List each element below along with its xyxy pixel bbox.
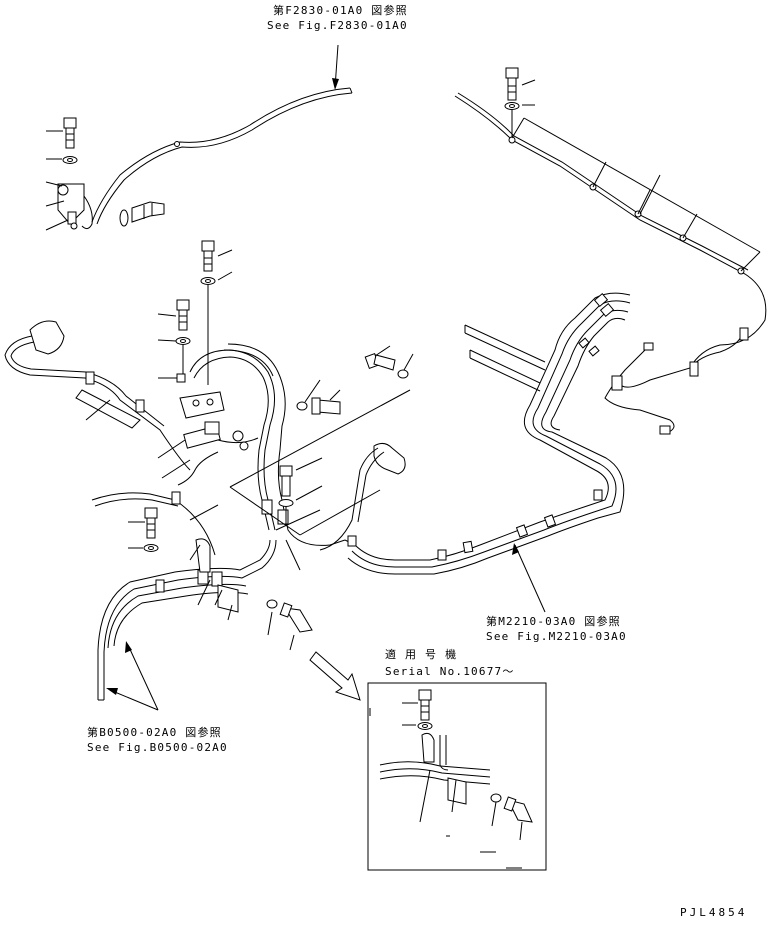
right-tube-assembly	[344, 292, 749, 613]
left-reference-leader-b	[109, 689, 159, 711]
top-right-harness-group	[454, 67, 767, 369]
inset-title-jp: 適 用 号 機	[385, 648, 458, 661]
center-parts-group	[157, 240, 414, 571]
drawing-number: PJL4854	[680, 906, 748, 919]
right-reference-leader	[514, 544, 546, 613]
left-reference-en: See Fig.B0500-02A0	[87, 741, 228, 754]
inset-detail-box	[367, 682, 547, 871]
left-reference-arrow-b	[106, 688, 118, 695]
right-reference-en: See Fig.M2210-03A0	[486, 630, 627, 643]
top-left-cable-group	[45, 44, 353, 231]
left-reference-jp: 第B0500-02A0 図参照	[87, 726, 222, 739]
top-reference-arrow	[332, 78, 339, 90]
left-reference-leader-a	[127, 644, 159, 711]
inset-pointer-arrow	[309, 651, 361, 701]
left-hose-group	[4, 320, 313, 711]
top-reference-en: See Fig.F2830-01A0	[267, 19, 408, 32]
top-reference-jp: 第F2830-01A0 図参照	[273, 4, 408, 17]
right-reference-jp: 第M2210-03A0 図参照	[486, 615, 621, 628]
right-reference-arrow	[512, 543, 519, 555]
inset-serial: Serial No.10677～	[385, 665, 515, 678]
left-reference-arrow-a	[125, 641, 132, 653]
